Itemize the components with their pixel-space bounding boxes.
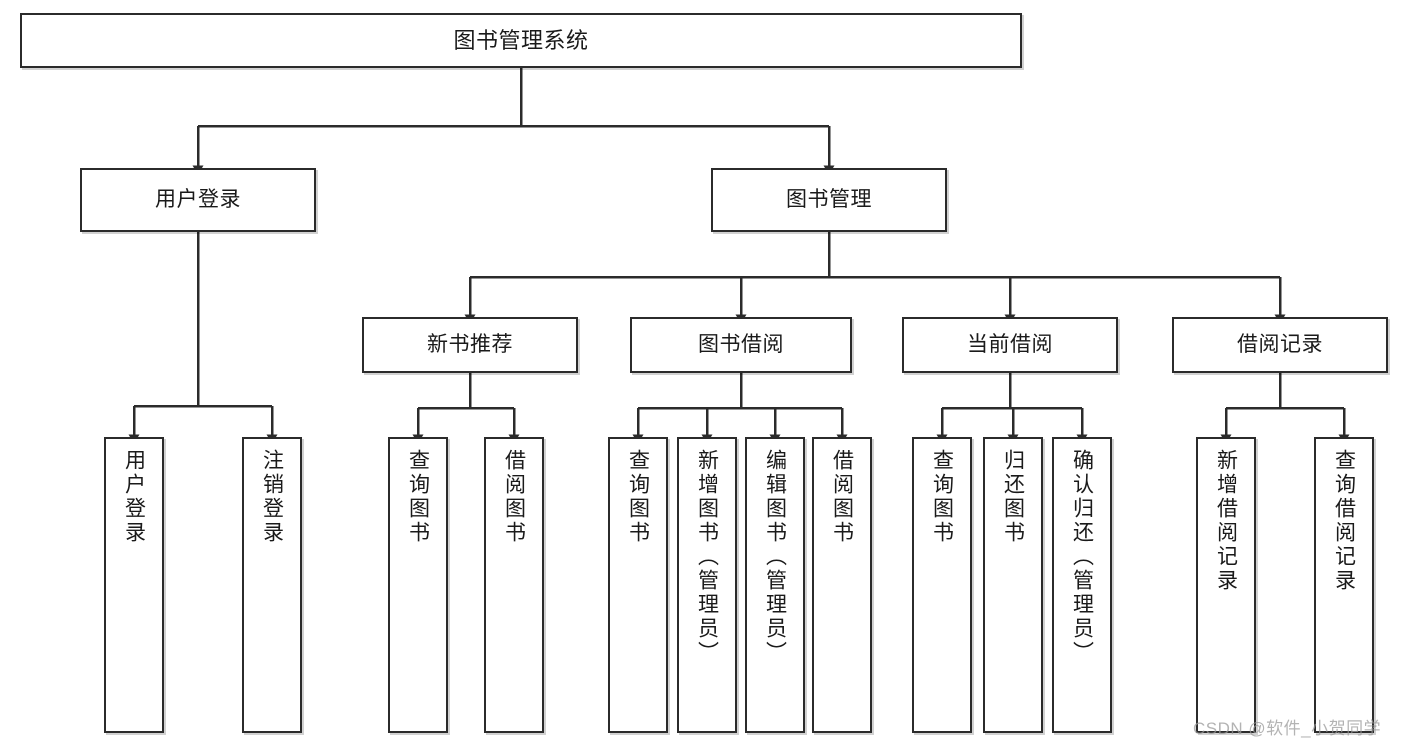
node-label: 借阅图书 xyxy=(502,449,526,545)
node-label: 确认归还（管理员） xyxy=(1070,449,1094,665)
node-borrow-record[interactable]: 借阅记录 xyxy=(1172,317,1388,373)
node-leaf-rec-query[interactable]: 查询图书 xyxy=(388,437,448,733)
node-new-book-rec[interactable]: 新书推荐 xyxy=(362,317,578,373)
node-book-borrow[interactable]: 图书借阅 xyxy=(630,317,852,373)
node-label: 归还图书 xyxy=(1001,449,1025,545)
node-leaf-user-logout[interactable]: 注销登录 xyxy=(242,437,302,733)
node-current-borrow[interactable]: 当前借阅 xyxy=(902,317,1118,373)
node-label: 用户登录 xyxy=(122,449,146,545)
node-leaf-rec-borrow[interactable]: 借阅图书 xyxy=(484,437,544,733)
node-leaf-rec-add[interactable]: 新增借阅记录 xyxy=(1196,437,1256,733)
node-label: 查询图书 xyxy=(406,449,430,545)
node-label: 新增图书（管理员） xyxy=(695,449,719,665)
node-leaf-user-login[interactable]: 用户登录 xyxy=(104,437,164,733)
node-leaf-rec-query2[interactable]: 查询借阅记录 xyxy=(1314,437,1374,733)
node-label: 新书推荐 xyxy=(427,332,513,356)
node-leaf-cur-return[interactable]: 归还图书 xyxy=(983,437,1043,733)
node-leaf-borrow-lend[interactable]: 借阅图书 xyxy=(812,437,872,733)
node-root[interactable]: 图书管理系统 xyxy=(20,13,1022,68)
node-label: 当前借阅 xyxy=(967,332,1053,356)
node-leaf-cur-confirm[interactable]: 确认归还（管理员） xyxy=(1052,437,1112,733)
node-leaf-borrow-edit[interactable]: 编辑图书（管理员） xyxy=(745,437,805,733)
node-leaf-borrow-query[interactable]: 查询图书 xyxy=(608,437,668,733)
node-label: 借阅图书 xyxy=(830,449,854,545)
node-leaf-cur-query[interactable]: 查询图书 xyxy=(912,437,972,733)
node-label: 查询图书 xyxy=(930,449,954,545)
watermark-text: CSDN @软件_小贺同学 xyxy=(1193,719,1382,738)
node-label: 图书管理系统 xyxy=(453,27,589,53)
node-label: 新增借阅记录 xyxy=(1214,449,1238,593)
node-label: 查询借阅记录 xyxy=(1332,449,1356,593)
node-label: 编辑图书（管理员） xyxy=(763,449,787,665)
connector-lines xyxy=(128,68,1350,444)
node-label: 借阅记录 xyxy=(1237,332,1323,356)
node-label: 查询图书 xyxy=(626,449,650,545)
node-label: 图书借阅 xyxy=(698,332,784,356)
node-user-login[interactable]: 用户登录 xyxy=(80,168,316,232)
node-label: 注销登录 xyxy=(260,449,284,545)
node-label: 图书管理 xyxy=(786,187,872,211)
node-label: 用户登录 xyxy=(155,187,241,211)
node-leaf-borrow-add[interactable]: 新增图书（管理员） xyxy=(677,437,737,733)
node-book-manage[interactable]: 图书管理 xyxy=(711,168,947,232)
